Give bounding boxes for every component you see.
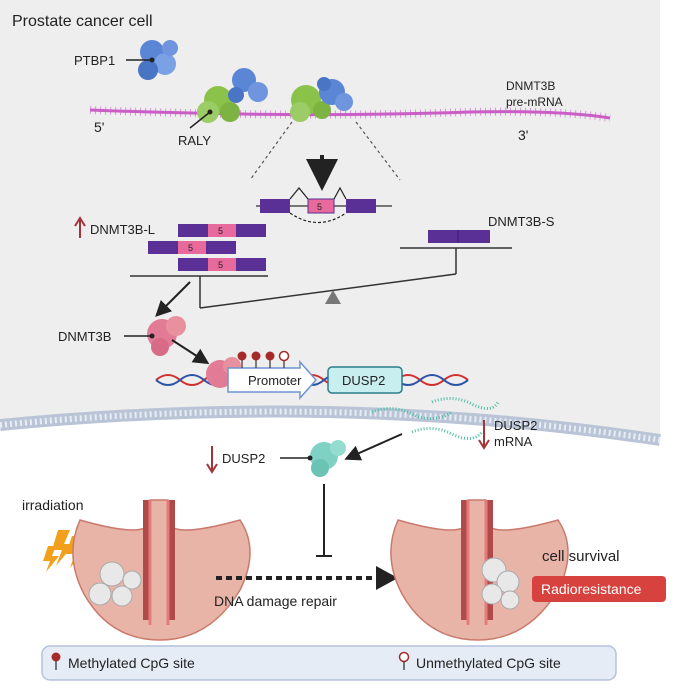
arrow-to-dusp2-protein (344, 433, 403, 461)
dusp2-mrna-label-2: mRNA (494, 434, 533, 449)
promoter-label: Promoter (248, 373, 302, 388)
dusp2-mrna-label-1: DUSP2 (494, 418, 537, 433)
pre-mrna-name-2: pre-mRNA (506, 95, 563, 109)
methylated-cpg-icon (237, 351, 247, 361)
methylated-cpg-legend-icon (51, 652, 61, 670)
arrow-to-promoter (171, 339, 210, 365)
unmethylated-cpg-legend-icon (398, 651, 410, 670)
promoter-arrow (227, 360, 318, 400)
methylated-cpg-icon (251, 351, 261, 361)
radioresistance-label: Radioresistance (541, 581, 642, 597)
three-prime-label: 3' (518, 127, 528, 143)
raly-label: RALY (178, 133, 211, 148)
raly-pointer (189, 111, 211, 129)
prostate-left-icon (72, 499, 251, 641)
pre-mrna-name-1: DNMT3B (506, 79, 555, 93)
legend-box (41, 645, 617, 681)
dnmt3b-l-bars (148, 224, 266, 271)
exon-5-label-bar1: 5 (218, 226, 223, 236)
ptbp1-protein-icon (138, 40, 178, 80)
dna-repair-label: DNA damage repair (214, 593, 337, 609)
dusp2-gene-box (327, 366, 403, 394)
arrow-to-dnmt3b (155, 281, 191, 317)
unmethylated-cpg-icon (278, 350, 290, 362)
balance-scale (130, 247, 512, 309)
exon-5-label-bar2: 5 (188, 243, 193, 253)
exon-skipping-schematic (256, 186, 392, 224)
legend-methylated-label: Methylated CpG site (68, 655, 195, 671)
legend-unmethylated-label: Unmethylated CpG site (416, 655, 561, 671)
five-prime-label: 5' (94, 119, 104, 135)
cell-title: Prostate cancer cell (12, 13, 153, 30)
dnmt3b-l-label: DNMT3B-L (90, 222, 155, 237)
radioresistance-badge (532, 576, 666, 602)
dusp2-protein-icon (310, 440, 346, 477)
exon-5-label-bar3: 5 (218, 260, 223, 270)
cpg-sites (237, 350, 290, 368)
ptbp1-label: PTBP1 (74, 53, 115, 68)
dnmt3b-s-label: DNMT3B-S (488, 214, 555, 229)
zoom-line-right (355, 121, 401, 181)
dnmt3b-s-bar (428, 230, 490, 243)
dusp2-mrna-icon (371, 397, 500, 440)
exon-5-label: 5 (317, 202, 322, 212)
raly-ptbp1-complex-icon (290, 77, 353, 122)
dnmt3b-label: DNMT3B (58, 329, 111, 344)
irradiation-label: irradiation (22, 497, 83, 513)
dusp2-protein-label: DUSP2 (222, 451, 265, 466)
cell-survival-label: cell survival (542, 548, 620, 565)
dusp2-gene-label: DUSP2 (342, 373, 385, 388)
dnmt3b-protein-icon (147, 316, 186, 356)
cell-membrane (0, 405, 661, 446)
pre-mrna-strand (89, 106, 611, 122)
prostate-right-icon (390, 499, 569, 641)
methylated-cpg-icon (265, 351, 275, 361)
